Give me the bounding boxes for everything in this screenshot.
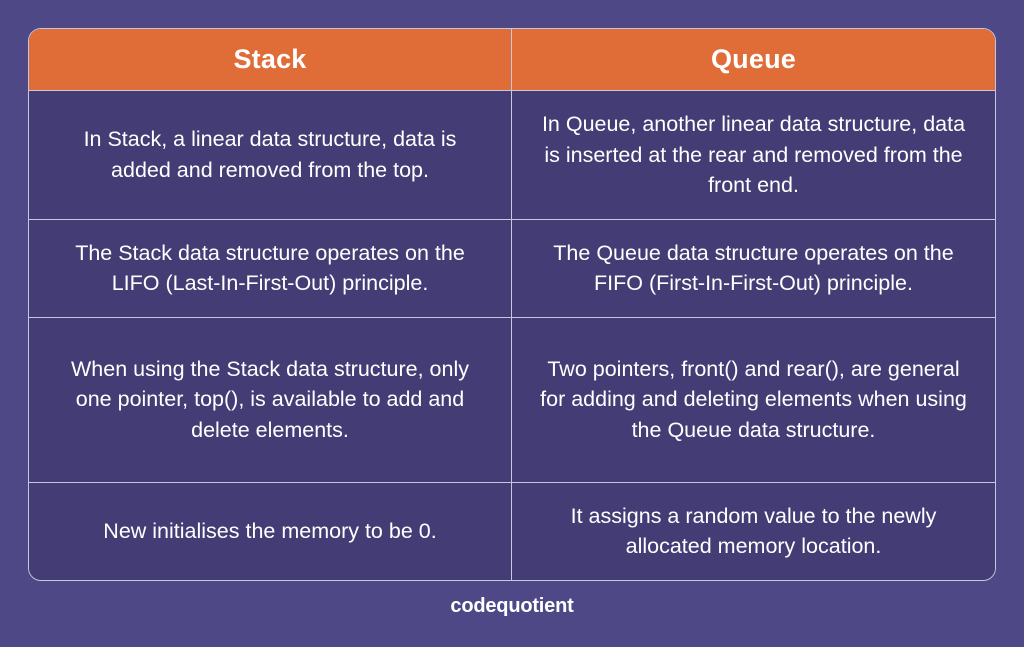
cell-stack-1: In Stack, a linear data structure, data … — [29, 91, 512, 220]
table-row: In Stack, a linear data structure, data … — [29, 91, 995, 220]
table-body: In Stack, a linear data structure, data … — [29, 91, 995, 580]
stack-vs-queue-table: Stack Queue In Stack, a linear data stru… — [28, 28, 996, 581]
cell-queue-1: In Queue, another linear data structure,… — [512, 91, 995, 220]
table-header-row: Stack Queue — [29, 29, 995, 91]
column-header-queue: Queue — [512, 29, 995, 91]
table-row: New initialises the memory to be 0. It a… — [29, 482, 995, 580]
cell-stack-3: When using the Stack data structure, onl… — [29, 317, 512, 483]
table-row: When using the Stack data structure, onl… — [29, 317, 995, 483]
table-row: The Stack data structure operates on the… — [29, 219, 995, 318]
cell-stack-2: The Stack data structure operates on the… — [29, 219, 512, 318]
table-header: Stack Queue — [29, 29, 995, 91]
cell-queue-2: The Queue data structure operates on the… — [512, 219, 995, 318]
footer: codequotient — [28, 581, 996, 647]
cell-stack-4: New initialises the memory to be 0. — [29, 482, 512, 580]
cell-queue-4: It assigns a random value to the newly a… — [512, 482, 995, 580]
column-header-stack: Stack — [29, 29, 512, 91]
brand-logo: codequotient — [450, 595, 574, 618]
cell-queue-3: Two pointers, front() and rear(), are ge… — [512, 317, 995, 483]
